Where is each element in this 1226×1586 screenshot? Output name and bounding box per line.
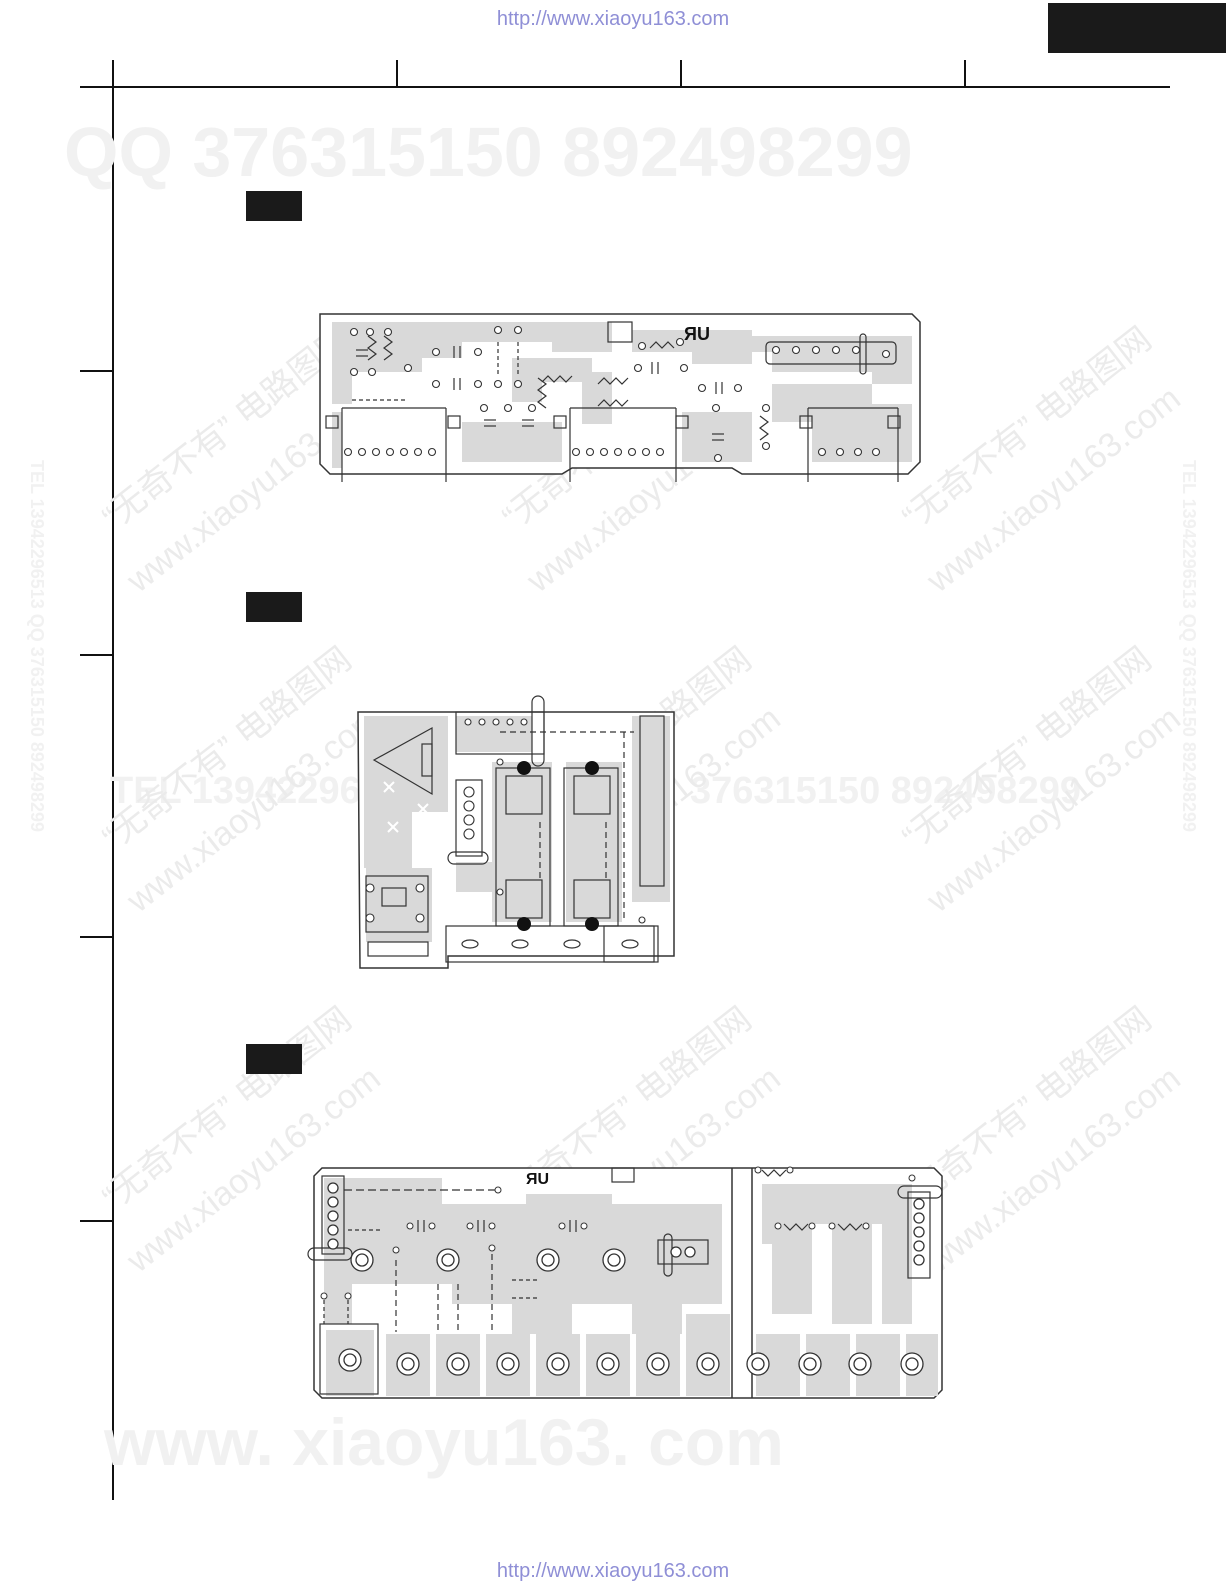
frame-tick-left-3 [80,936,114,938]
section-label-2 [246,592,302,622]
svg-text:ЯU: ЯU [684,324,710,344]
frame-tick-top-3 [964,60,966,88]
watermark-qq-mid: 376315150 892498299 [690,770,1081,812]
source-url-bottom: http://www.xiaoyu163.com [496,1560,730,1582]
frame-tick-left-4 [80,1220,114,1222]
pcb-board-3: ЯU [307,1166,943,1399]
section-label-1 [246,191,302,221]
watermark-vertical-right: TEL 13942296513 QQ 376315150 892498299 [1179,460,1199,832]
frame-left-rule [112,60,114,1500]
frame-tick-left-1 [80,370,114,372]
pcb-board-2 [357,695,675,969]
watermark-site-big: www. xiaoyu163. com [104,1405,784,1479]
frame-tick-left-2 [80,654,114,656]
watermark-vertical-left: TEL 13942296513 QQ 376315150 892498299 [27,460,47,832]
section-label-3 [246,1044,302,1074]
svg-text:ЯU: ЯU [526,1171,549,1188]
frame-tick-top-2 [680,60,682,88]
watermark-qq: QQ 376315150 892498299 [64,113,913,191]
pcb-board-1: ЯU [319,313,921,482]
page-corner-tab [1048,3,1226,53]
source-url-top: http://www.xiaoyu163.com [496,8,730,30]
frame-top-rule [80,86,1170,88]
frame-tick-top-1 [396,60,398,88]
